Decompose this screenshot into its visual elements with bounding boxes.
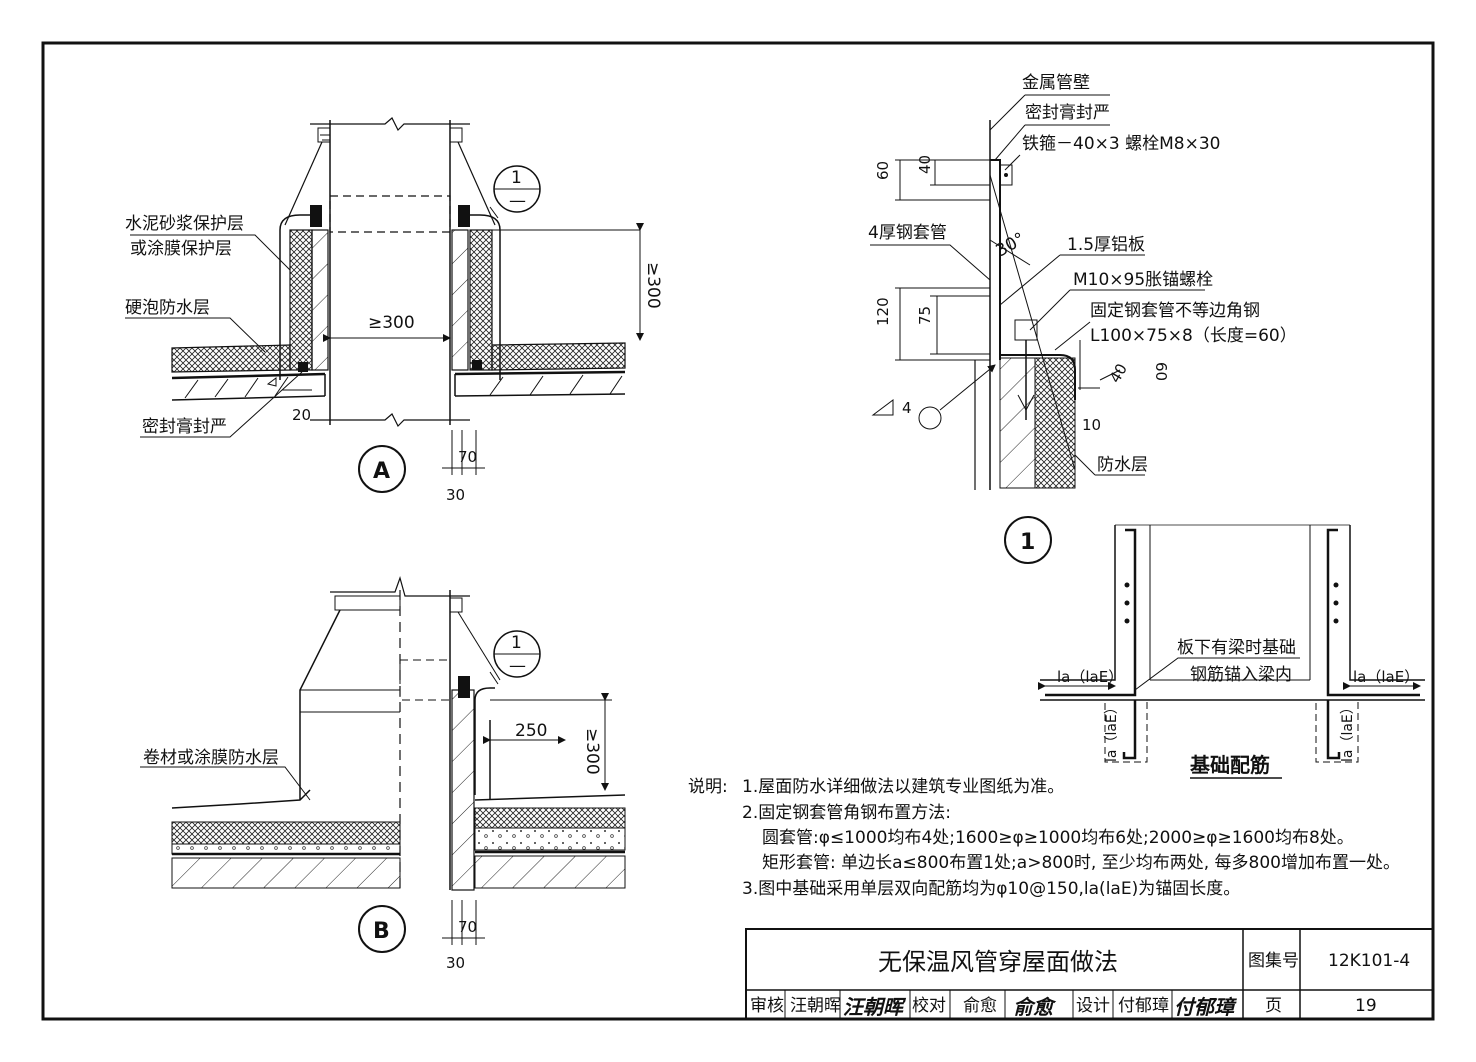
atlas-label: 图集号 bbox=[1248, 951, 1299, 971]
design-label: 设计 bbox=[1076, 996, 1110, 1016]
dim-height-a: ≥300 bbox=[643, 262, 663, 309]
label-angle-2: L100×75×8（长度=60） bbox=[1090, 326, 1297, 346]
found-note-1: 板下有梁时基础 bbox=[1177, 638, 1296, 658]
label-cement-2: 或涂膜保护层 bbox=[130, 239, 232, 259]
foundation-detail: 板下有梁时基础 钢筋锚入梁内 la（laE） la（laE） la（laE） l… bbox=[1038, 524, 1425, 779]
found-note-2: 钢筋锚入梁内 bbox=[1190, 665, 1292, 685]
dim-height-b: ≥300 bbox=[582, 728, 602, 775]
note-2b: 矩形套管: 单边长a≤800布置1处;a>800时, 至少均布两处, 每多800… bbox=[762, 853, 1400, 873]
label-metal-wall: 金属管壁 bbox=[1022, 73, 1090, 93]
found-la-right: la（laE） bbox=[1353, 668, 1419, 686]
found-la-vert-left: la（laE） bbox=[1104, 700, 1120, 762]
note-2a: 圆套管:φ≤1000均布4处;1600≥φ≥1000均布6处;2000≥φ≥16… bbox=[762, 828, 1354, 848]
label-hoop: 铁箍－40×3 螺栓M8×30 bbox=[1022, 134, 1220, 154]
sheet-border bbox=[41, 41, 1435, 1021]
label-sealant-a: 密封膏封严 bbox=[142, 416, 227, 437]
label-cement-1: 水泥砂浆保护层 bbox=[125, 214, 244, 234]
detail-1: 金属管壁 密封膏封严 铁箍－40×3 螺栓M8×30 4厚钢套管 1.5厚铝板 … bbox=[868, 73, 1297, 564]
ref-a-top: 1 bbox=[511, 168, 522, 188]
marker-1: 1 bbox=[1020, 530, 1035, 555]
label-steel-sleeve: 4厚钢套管 bbox=[868, 223, 947, 243]
dim-gap-a: ≥300 bbox=[368, 313, 415, 333]
page-no: 19 bbox=[1355, 996, 1377, 1016]
detail-b: 卷材或涂膜防水层 250 ≥300 70 30 1 — B bbox=[140, 576, 626, 972]
dim-75: 75 bbox=[916, 306, 934, 325]
dim-250: 250 bbox=[515, 721, 547, 741]
label-membrane: 卷材或涂膜防水层 bbox=[143, 748, 279, 768]
notes-heading: 说明: bbox=[688, 777, 728, 797]
dim-70-b: 70 bbox=[458, 918, 477, 936]
page-label: 页 bbox=[1265, 996, 1282, 1016]
note-2: 2.固定钢套管角钢布置方法: bbox=[742, 803, 951, 823]
atlas-no: 12K101-4 bbox=[1328, 951, 1410, 971]
label-sealant-1: 密封膏封严 bbox=[1025, 102, 1110, 123]
review-name: 汪朝晖 bbox=[790, 996, 841, 1016]
title-block: 无保温风管穿屋面做法 图集号 12K101-4 审核 汪朝晖 汪朝晖 校对 俞愈… bbox=[745, 928, 1434, 1020]
review-signature: 汪朝晖 bbox=[843, 995, 907, 1019]
review-label: 审核 bbox=[750, 996, 784, 1016]
dim-30-a: 30 bbox=[446, 486, 465, 504]
found-title: 基础配筋 bbox=[1190, 753, 1270, 777]
label-alu-plate: 1.5厚铝板 bbox=[1067, 235, 1145, 255]
note-3: 3.图中基础采用单层双向配筋均为φ10@150,la(laE)为锚固长度。 bbox=[742, 879, 1240, 899]
dim-10: 10 bbox=[1082, 416, 1101, 434]
design-name: 付郁璋 bbox=[1118, 996, 1169, 1016]
label-angle-1: 固定钢套管不等边角钢 bbox=[1090, 301, 1260, 321]
label-waterproof-1: 防水层 bbox=[1097, 455, 1148, 475]
dim-weld: 4 bbox=[902, 399, 912, 417]
dim-120: 120 bbox=[874, 297, 892, 326]
marker-a: A bbox=[373, 459, 390, 484]
detail-a: 水泥砂浆保护层 或涂膜保护层 硬泡防水层 密封膏封严 ≥300 ≥300 20 … bbox=[125, 117, 663, 504]
dim-60b: 60 bbox=[1152, 362, 1170, 381]
check-label: 校对 bbox=[912, 996, 946, 1016]
found-la-left: la（laE） bbox=[1057, 668, 1123, 686]
dim-20: 20 bbox=[292, 406, 311, 424]
drawing-title: 无保温风管穿屋面做法 bbox=[878, 948, 1118, 976]
notes: 说明: 1.屋面防水详细做法以建筑专业图纸为准。 2.固定钢套管角钢布置方法: … bbox=[688, 777, 1400, 899]
design-signature: 付郁璋 bbox=[1174, 995, 1237, 1019]
dim-angle: 30° bbox=[993, 229, 1029, 261]
dim-40b: 40 bbox=[1106, 360, 1131, 386]
check-signature: 俞愈 bbox=[1013, 995, 1057, 1019]
marker-b: B bbox=[373, 919, 390, 944]
dim-60a: 60 bbox=[874, 161, 892, 180]
check-name: 俞愈 bbox=[963, 996, 997, 1016]
label-anchor: M10×95胀锚螺栓 bbox=[1073, 270, 1213, 290]
ref-b-top: 1 bbox=[511, 633, 522, 653]
found-la-vert-right: la（laE） bbox=[1340, 700, 1356, 762]
dim-40: 40 bbox=[916, 155, 934, 174]
dim-70-a: 70 bbox=[458, 448, 477, 466]
ref-a-bottom: — bbox=[509, 191, 526, 211]
ref-b-bottom: — bbox=[509, 656, 526, 676]
dim-30-b: 30 bbox=[446, 954, 465, 972]
label-foam: 硬泡防水层 bbox=[125, 298, 210, 318]
note-1: 1.屋面防水详细做法以建筑专业图纸为准。 bbox=[742, 777, 1064, 797]
